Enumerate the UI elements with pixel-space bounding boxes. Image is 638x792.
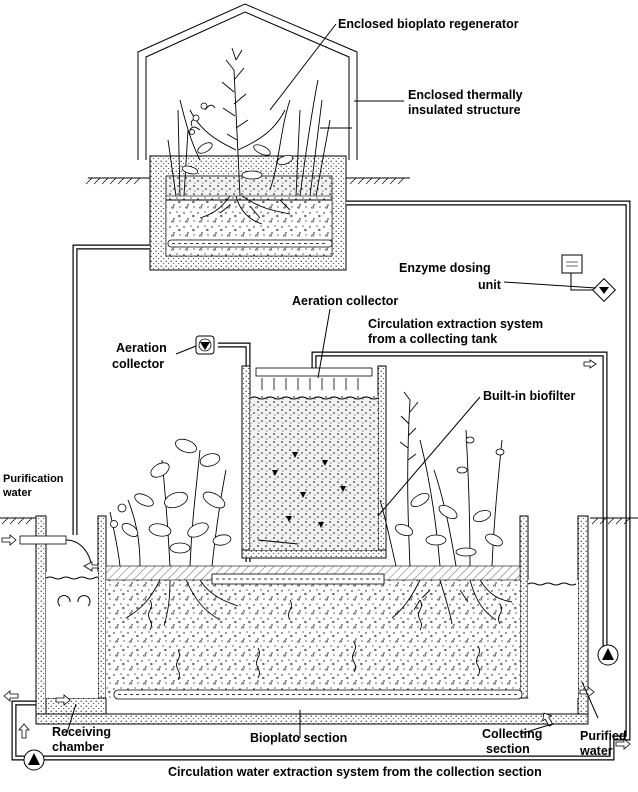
ground-top (85, 177, 410, 185)
label-purification-1: Purification (3, 473, 64, 485)
label-insulated-2: insulated structure (408, 103, 521, 117)
label-circulation-top-2: from a collecting tank (368, 332, 497, 346)
enzyme-dosing-unit (561, 254, 617, 303)
label-aeration-left-2: collector (112, 357, 164, 371)
label-bottom: Circulation water extraction system from… (168, 765, 542, 779)
ground-main (0, 517, 638, 525)
label-regenerator: Enclosed bioplato regenerator (338, 17, 519, 31)
label-enzyme-1: Enzyme dosing (399, 261, 491, 275)
plant-leaves-right (394, 436, 505, 557)
pump-icon-bottom (23, 749, 45, 771)
label-insulated-1: Enclosed thermally (408, 88, 523, 102)
greenhouse-icon (137, 3, 358, 160)
regenerator-leader (269, 23, 337, 111)
leader-lines (65, 308, 599, 738)
label-purified-2: water (579, 744, 613, 758)
label-purification-2: water (2, 487, 32, 499)
label-biofilter: Built-in biofilter (483, 389, 575, 403)
pump-icon-right (597, 644, 619, 666)
label-receiving-2: chamber (52, 740, 104, 754)
built-in-biofilter (241, 365, 387, 559)
aeration-bubble-icon (272, 452, 346, 528)
regenerator-tank (149, 155, 347, 271)
plant-icon (167, 47, 331, 225)
label-collecting-1: Collecting (482, 727, 542, 741)
main-tank (19, 515, 589, 725)
label-circulation-top-1: Circulation extraction system (368, 317, 543, 331)
label-aeration-top: Aeration collector (292, 294, 398, 308)
plant-leaves (181, 102, 294, 180)
label-purified-1: Purified (580, 729, 627, 743)
labels: Enclosed bioplato regenerator Enclosed t… (2, 17, 627, 779)
label-collecting-2: section (486, 742, 530, 756)
enzyme-leader (503, 281, 597, 289)
label-enzyme-2: unit (478, 278, 502, 292)
plant-leaves-left (110, 438, 232, 554)
flow-arrow-icon (1, 359, 631, 750)
label-aeration-left-1: Aeration (116, 341, 167, 355)
label-receiving-1: Receiving (52, 725, 111, 739)
root-zone (148, 599, 502, 681)
pump-icon (195, 335, 215, 355)
label-bioplato: Bioplato section (250, 731, 347, 745)
